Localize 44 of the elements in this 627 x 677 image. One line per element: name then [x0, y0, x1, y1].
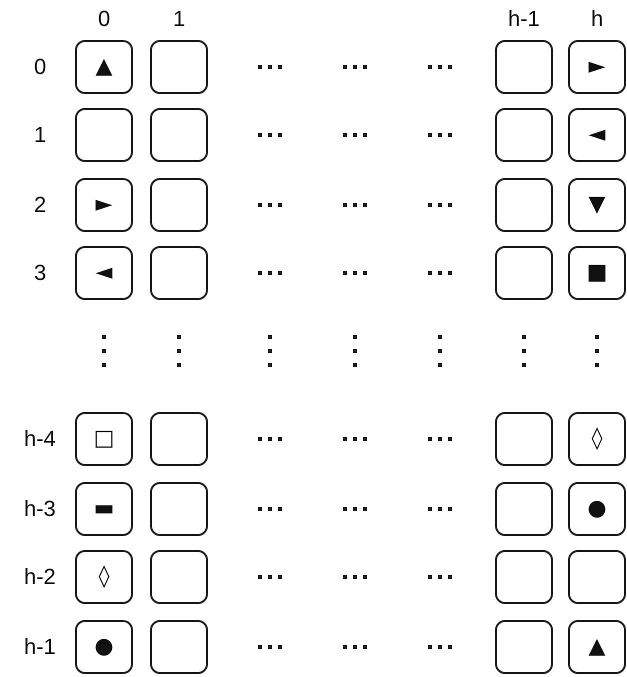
column-index: h-1 [508, 8, 540, 30]
empty-box [150, 550, 208, 604]
empty-box [495, 178, 553, 232]
symbol-box: ● [75, 620, 133, 674]
row-index: h-3 [24, 498, 56, 520]
column-index: 1 [173, 8, 186, 30]
empty-box [150, 108, 208, 162]
symbol-box: ◊ [568, 412, 626, 466]
symbol-box: □ [75, 412, 133, 466]
empty-box [150, 412, 208, 466]
row-index: 3 [34, 262, 46, 284]
empty-box [150, 482, 208, 536]
empty-box [495, 550, 553, 604]
symbol-box: ■ [568, 246, 626, 300]
empty-box [495, 412, 553, 466]
symbol-box: ► [568, 40, 626, 94]
empty-box [495, 482, 553, 536]
empty-box [75, 108, 133, 162]
symbol-box: ► [75, 178, 133, 232]
empty-box [495, 40, 553, 94]
row-index: 2 [34, 194, 46, 216]
row-index: h-2 [24, 566, 56, 588]
row-index: 0 [34, 56, 46, 78]
column-index: 0 [98, 8, 110, 30]
empty-box [568, 550, 626, 604]
symbol-box: ◊ [75, 550, 133, 604]
empty-box [495, 246, 553, 300]
empty-box [150, 40, 208, 94]
empty-box [150, 620, 208, 674]
symbol-box: ◄ [568, 108, 626, 162]
symbol-box: ● [568, 482, 626, 536]
row-index: h-4 [24, 428, 56, 450]
symbol-box: ▼ [568, 178, 626, 232]
empty-box [150, 178, 208, 232]
row-index: 1 [34, 124, 46, 146]
symbol-box: ▲ [568, 620, 626, 674]
row-index: h-1 [24, 636, 56, 658]
symbol-box: ◄ [75, 246, 133, 300]
column-index: h [591, 8, 604, 30]
symbol-box: ▲ [75, 40, 133, 94]
empty-box [150, 246, 208, 300]
empty-box [495, 620, 553, 674]
empty-box [495, 108, 553, 162]
symbol-box: ▬ [75, 482, 133, 536]
